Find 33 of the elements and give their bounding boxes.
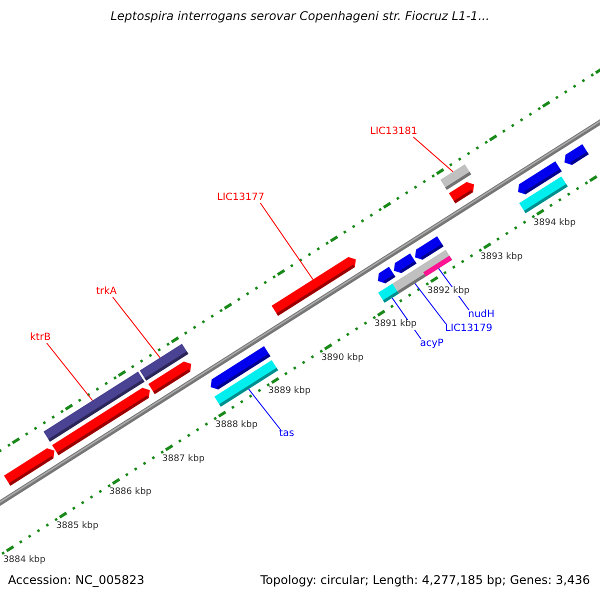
scale-label: 3887 kbp xyxy=(162,454,205,465)
leader-line xyxy=(248,388,280,430)
gene-bar xyxy=(44,372,144,442)
gene-bar xyxy=(440,164,472,190)
leader-line xyxy=(414,282,446,324)
gene-label: tas xyxy=(279,428,294,439)
scale-label: 3890 kbp xyxy=(321,354,364,364)
scale-label: 3886 kbp xyxy=(109,488,152,498)
gene-label: LIC13179 xyxy=(445,323,492,334)
gene-bar xyxy=(423,256,452,276)
gene-label: ktrB xyxy=(30,332,51,343)
leader-line xyxy=(112,296,160,358)
scale-label: 3892 kbp xyxy=(427,286,470,296)
gene-label: LIC13181 xyxy=(370,126,418,137)
gene-label: trkA xyxy=(96,286,117,297)
title: Leptospira interrogans serovar Copenhageni str. Fiocruz L1-1... xyxy=(109,10,491,24)
scale-label: 3891 kbp xyxy=(374,320,417,330)
gene-label: LIC13177 xyxy=(217,192,264,203)
gene-bar xyxy=(140,344,188,381)
scale-label: 3893 kbp xyxy=(480,252,523,263)
leader-line xyxy=(260,202,314,280)
scale-label: 3894 kbp xyxy=(533,219,576,230)
gene-label: nudH xyxy=(468,309,495,320)
leader-line xyxy=(46,342,93,401)
scale-label: 3889 kbp xyxy=(268,387,311,398)
gene-bar xyxy=(272,257,356,316)
accession-text: Accession: NC_005823 xyxy=(8,574,144,588)
gene-label: acyP xyxy=(420,338,444,349)
leader-line xyxy=(412,136,454,172)
scale-label: 3885 kbp xyxy=(56,522,98,532)
scale-label: 3884 kbp xyxy=(3,556,46,566)
summary-text: Topology: circular; Length: 4,277,185 bp; Genes: 3,436 xyxy=(260,574,590,588)
scale-label: 3888 kbp xyxy=(215,421,258,432)
